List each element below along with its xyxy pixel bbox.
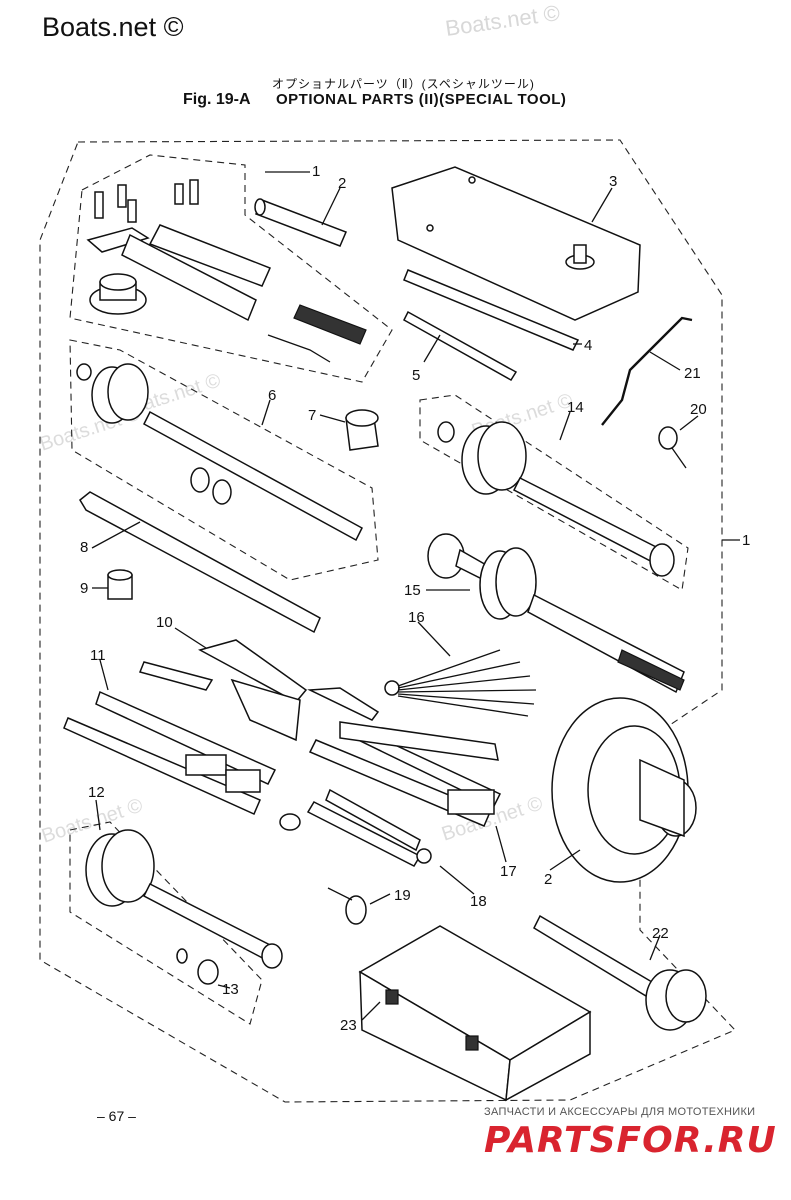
figure-label: Fig. 19-A xyxy=(183,91,251,108)
part-17-tool xyxy=(308,721,502,827)
part-10-pliers xyxy=(138,639,380,742)
part-16-feeler-gauge xyxy=(384,649,537,717)
callout-label: 8 xyxy=(80,539,88,556)
page-number: – 67 – xyxy=(97,1108,136,1124)
callout-label: 14 xyxy=(567,399,584,416)
callout-label: 5 xyxy=(412,367,420,384)
part-23-case xyxy=(358,925,592,1102)
part-14-puller xyxy=(437,421,675,577)
callout-label: 11 xyxy=(90,647,106,664)
figure-title: OPTIONAL PARTS (II)(SPECIAL TOOL) xyxy=(276,91,567,108)
callout-label: 6 xyxy=(268,387,276,404)
group-outline xyxy=(69,339,379,581)
part-3-plate xyxy=(391,166,641,321)
site-logo: PARTSFOR.RU xyxy=(484,1120,777,1161)
callout-label: 21 xyxy=(684,365,701,382)
callout-label: 13 xyxy=(222,981,239,998)
callout-label: 20 xyxy=(690,401,707,418)
part-18-pliers xyxy=(306,788,432,867)
callout-label: 1 xyxy=(742,532,750,549)
callout-label: 23 xyxy=(340,1017,357,1034)
part-9-collar xyxy=(107,569,133,600)
callout-label: 12 xyxy=(88,784,105,801)
part-12-puller xyxy=(85,829,283,969)
site-tagline: ЗАПЧАСТИ И АКСЕССУАРЫ ДЛЯ МОТОТЕХНИКИ xyxy=(484,1106,756,1118)
callout-label: 3 xyxy=(609,173,617,190)
callout-label: 2 xyxy=(544,871,552,888)
callout-label: 1 xyxy=(312,163,320,180)
callout-label: 19 xyxy=(394,887,411,904)
group-outline xyxy=(419,394,689,591)
title-japanese: オプショナルパーツ（Ⅱ）(スペシャルツール) xyxy=(272,77,535,91)
callout-label: 15 xyxy=(404,582,421,599)
callout-label: 9 xyxy=(80,580,88,597)
callout-label: 16 xyxy=(408,609,425,626)
part-6-puller xyxy=(76,363,363,542)
group-outline xyxy=(69,154,393,383)
callout-label: 18 xyxy=(470,893,487,910)
part-11-tool xyxy=(63,690,301,831)
part-20-eye-bolt xyxy=(658,426,687,469)
part-7-cap xyxy=(345,409,379,451)
part-1-kit xyxy=(86,179,367,363)
callout-label: 10 xyxy=(156,614,173,631)
watermark-top-left: Boats.net © xyxy=(42,12,184,42)
part-8-bar xyxy=(79,491,321,634)
callout-label: 22 xyxy=(652,925,669,942)
part-21-bent-rod xyxy=(601,316,693,426)
callout-label: 2 xyxy=(338,175,346,192)
callout-label: 7 xyxy=(308,407,316,424)
part-19-clip xyxy=(327,887,367,925)
part-22-puller xyxy=(533,914,707,1031)
part-4-5-rods xyxy=(403,269,580,382)
part-2-collar xyxy=(551,697,697,883)
part-15-puller xyxy=(427,533,685,694)
callout-label: 17 xyxy=(500,863,517,880)
part-13-ring xyxy=(176,948,219,985)
diagram-outline xyxy=(39,139,736,1103)
part-2-pin xyxy=(254,198,347,247)
group-outline xyxy=(69,821,263,1025)
callout-label: 4 xyxy=(584,337,592,354)
